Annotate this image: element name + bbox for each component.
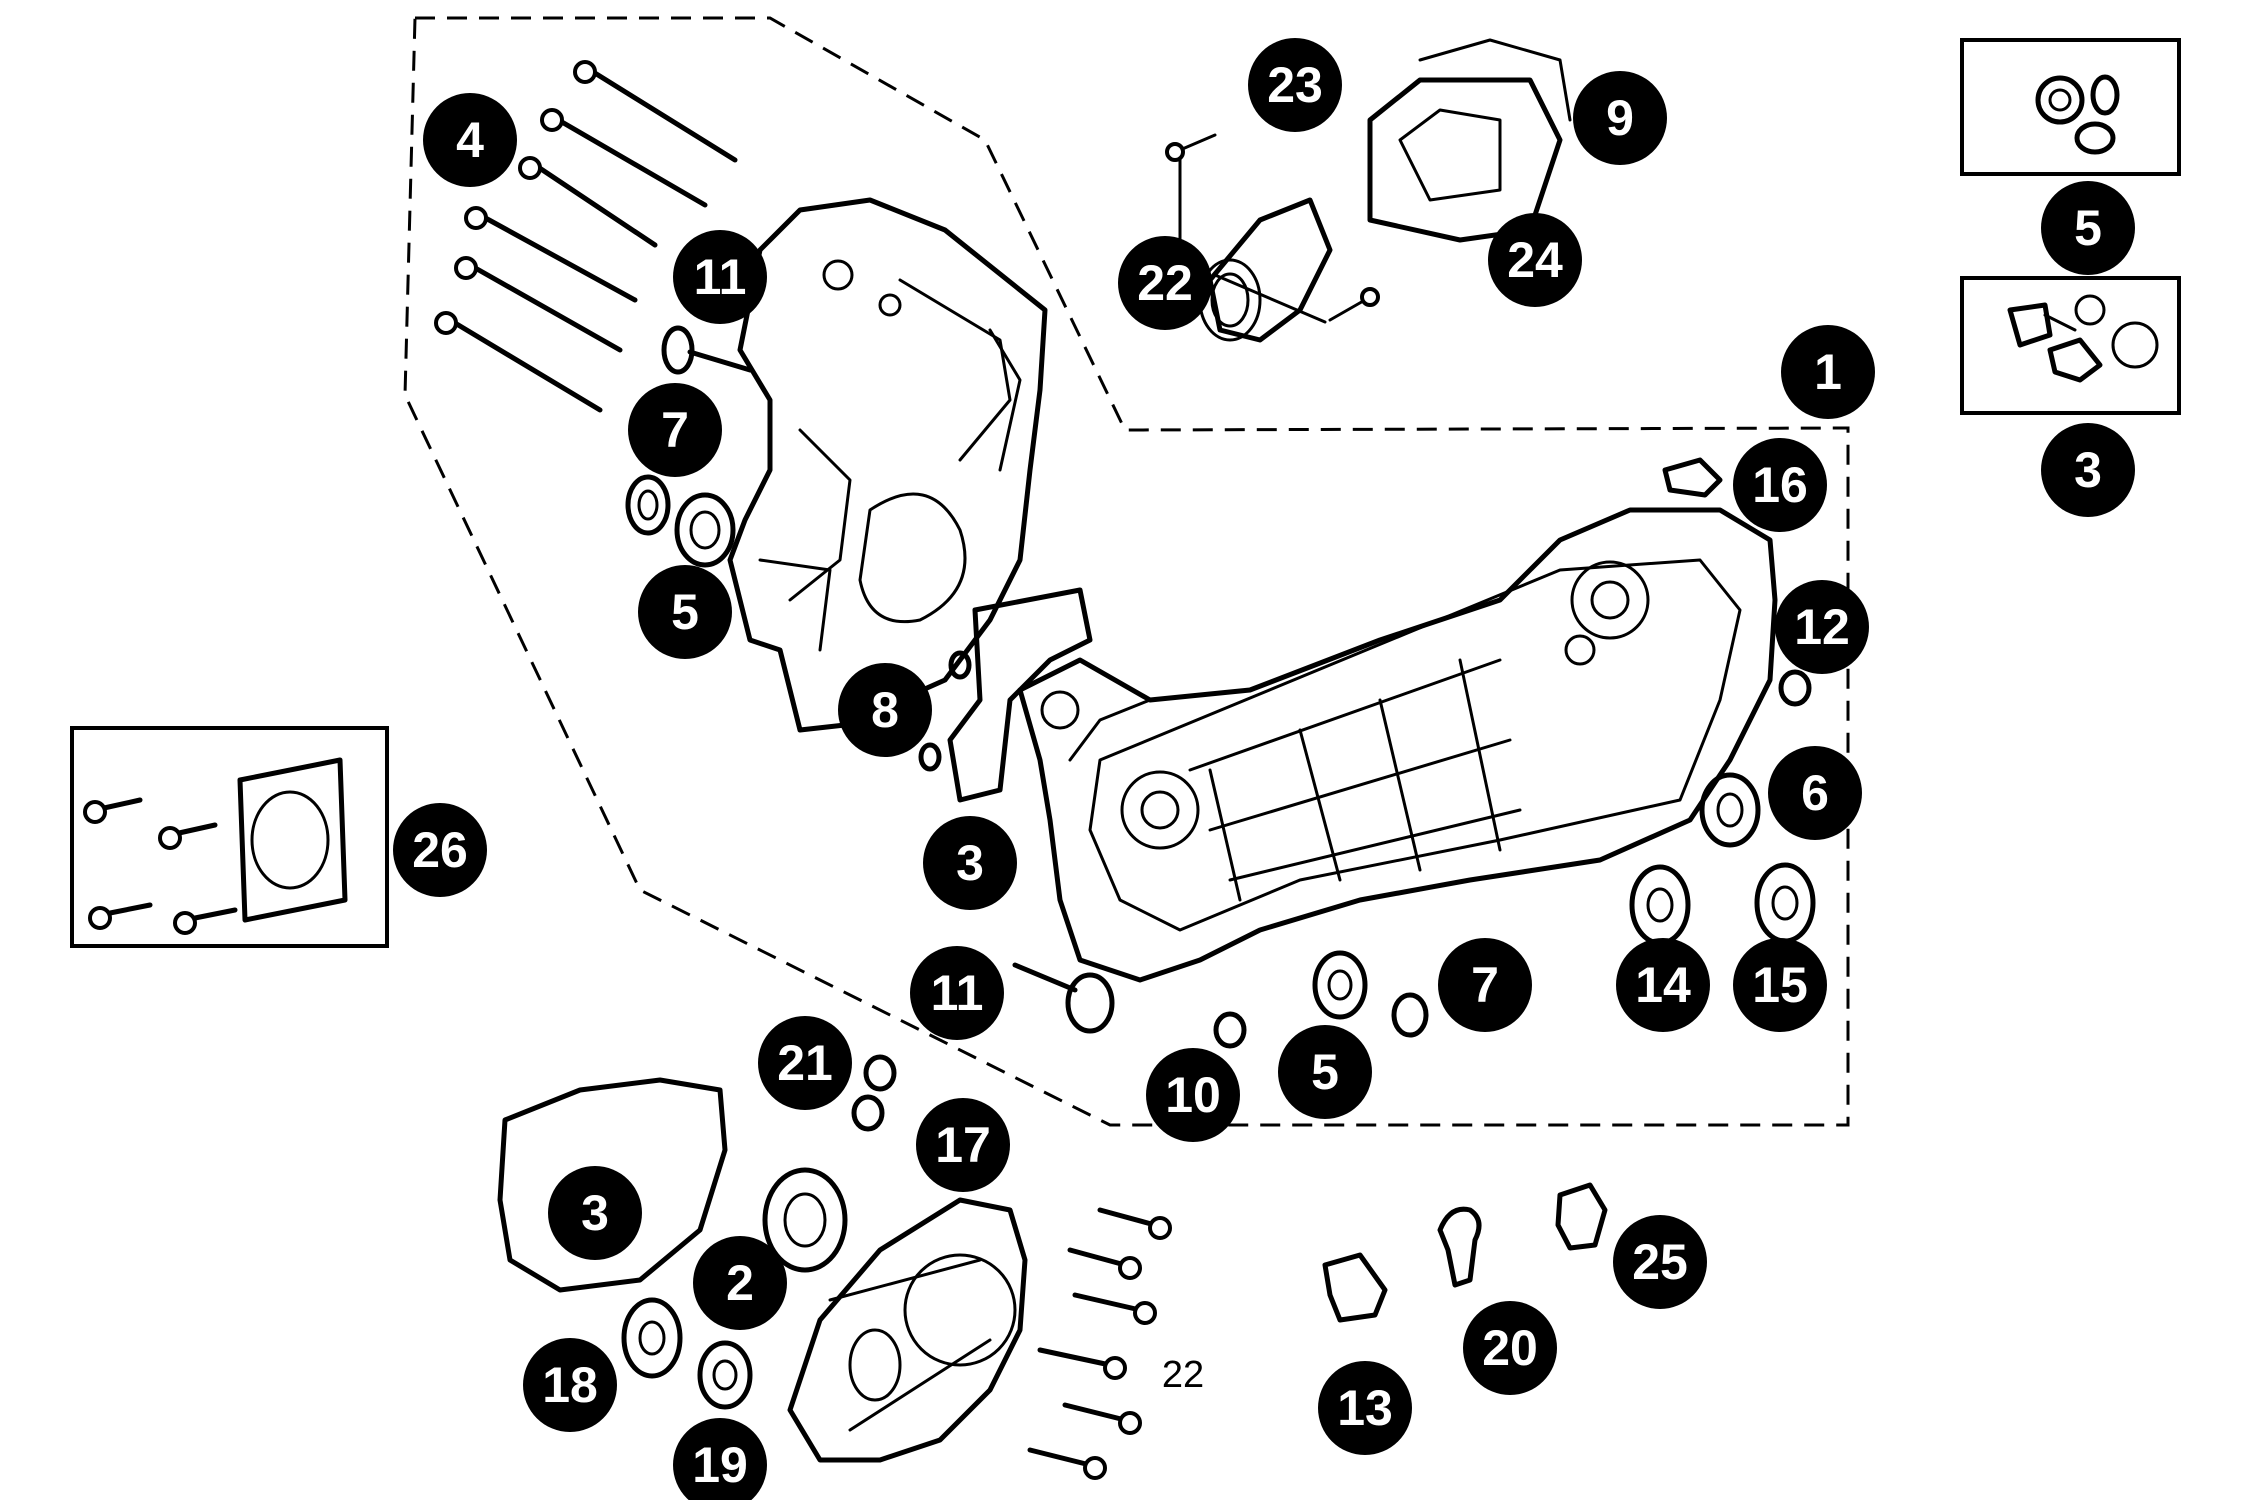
long-bolts-group <box>434 60 738 413</box>
svg-text:14: 14 <box>1635 957 1691 1013</box>
svg-text:4: 4 <box>456 112 484 168</box>
svg-text:12: 12 <box>1794 599 1850 655</box>
svg-text:25: 25 <box>1632 1234 1688 1290</box>
callout-12: 12 <box>1775 580 1869 674</box>
callout-14: 14 <box>1616 938 1710 1032</box>
svg-text:3: 3 <box>2074 442 2102 498</box>
callout-25: 25 <box>1613 1215 1707 1309</box>
callout-15: 15 <box>1733 938 1827 1032</box>
svg-text:21: 21 <box>777 1035 833 1091</box>
svg-text:3: 3 <box>956 835 984 891</box>
svg-text:9: 9 <box>1606 90 1634 146</box>
right-bearings <box>1629 457 1816 946</box>
svg-text:6: 6 <box>1801 765 1829 821</box>
callout-20: 20 <box>1463 1301 1557 1395</box>
svg-text:19: 19 <box>692 1437 748 1493</box>
callout-21: 21 <box>758 1016 852 1110</box>
callout-19: 19 <box>673 1418 767 1500</box>
callout-4: 4 <box>423 93 517 187</box>
svg-text:1: 1 <box>1814 344 1842 400</box>
svg-text:18: 18 <box>542 1357 598 1413</box>
callout-16: 16 <box>1733 438 1827 532</box>
callout-22-upper: 22 <box>1118 236 1212 330</box>
svg-text:8: 8 <box>871 682 899 738</box>
callout-5-lower: 5 <box>1278 1025 1372 1119</box>
pins-21 <box>851 1054 897 1132</box>
crankcase-half-left <box>727 197 1048 733</box>
inset-box-bearings <box>1960 38 2181 176</box>
callout-13: 13 <box>1318 1361 1412 1455</box>
cover-gasket-lower <box>497 1077 728 1293</box>
callout-26: 26 <box>393 803 487 897</box>
callout-11-lower: 11 <box>910 946 1004 1040</box>
callout-24: 24 <box>1488 213 1582 307</box>
callout-18: 18 <box>523 1338 617 1432</box>
svg-text:5: 5 <box>2074 200 2102 256</box>
crankcase-gasket-mid <box>947 587 1093 803</box>
callout-1: 1 <box>1781 325 1875 419</box>
svg-text:17: 17 <box>935 1117 991 1173</box>
svg-text:7: 7 <box>661 402 689 458</box>
svg-text:3: 3 <box>581 1185 609 1241</box>
svg-text:20: 20 <box>1482 1320 1538 1376</box>
cover-screws <box>1027 1207 1172 1480</box>
inset-box-gaskets <box>1960 276 2181 415</box>
gasket-inset-parts <box>2007 294 2159 383</box>
callout-17: 17 <box>916 1098 1010 1192</box>
lower-mid-parts <box>1012 950 1429 1049</box>
callout-3-box: 3 <box>2041 423 2135 517</box>
svg-text:24: 24 <box>1507 232 1563 288</box>
callout-8: 8 <box>838 663 932 757</box>
bearing-inset-parts <box>2035 74 2120 155</box>
reed-valve <box>1367 38 1572 243</box>
svg-text:5: 5 <box>671 584 699 640</box>
callout-2: 2 <box>693 1236 787 1330</box>
svg-text:5: 5 <box>1311 1044 1339 1100</box>
svg-text:11: 11 <box>931 965 984 1021</box>
svg-text:26: 26 <box>412 822 468 878</box>
callout-7-lower: 7 <box>1438 938 1532 1032</box>
plain-label-22: 22 <box>1162 1354 1204 1396</box>
svg-text:2: 2 <box>726 1255 754 1311</box>
callout-6: 6 <box>1768 746 1862 840</box>
svg-text:16: 16 <box>1752 457 1808 513</box>
callout-7-upper: 7 <box>628 383 722 477</box>
callout-11-upper: 11 <box>673 230 767 324</box>
cylinder-inset-parts <box>83 757 348 935</box>
svg-text:11: 11 <box>694 249 747 305</box>
svg-text:15: 15 <box>1752 957 1808 1013</box>
bushing-upper <box>661 325 753 375</box>
svg-text:22: 22 <box>1137 255 1193 311</box>
crankcase-main <box>1017 507 1778 983</box>
callout-10: 10 <box>1146 1048 1240 1142</box>
left-bearing-set <box>625 474 736 568</box>
svg-text:23: 23 <box>1267 57 1323 113</box>
small-parts-13-20-25 <box>1322 1182 1608 1323</box>
side-cover <box>787 1197 1028 1463</box>
callout-23: 23 <box>1248 38 1342 132</box>
bearing-2 <box>762 1167 848 1273</box>
intake-manifold <box>1198 197 1333 343</box>
callout-5-upper: 5 <box>638 565 732 659</box>
svg-text:7: 7 <box>1471 957 1499 1013</box>
callout-9: 9 <box>1573 71 1667 165</box>
inset-box-cylinder <box>70 726 389 948</box>
bearing-18-seal-19 <box>621 1297 753 1410</box>
dowel-pins-8 <box>918 650 972 772</box>
callout-3-mid: 3 <box>923 816 1017 910</box>
svg-text:13: 13 <box>1337 1380 1393 1436</box>
svg-text:10: 10 <box>1165 1067 1221 1123</box>
callout-5-box: 5 <box>2041 181 2135 275</box>
intake-screws <box>1165 133 1380 324</box>
callout-3-lower: 3 <box>548 1166 642 1260</box>
